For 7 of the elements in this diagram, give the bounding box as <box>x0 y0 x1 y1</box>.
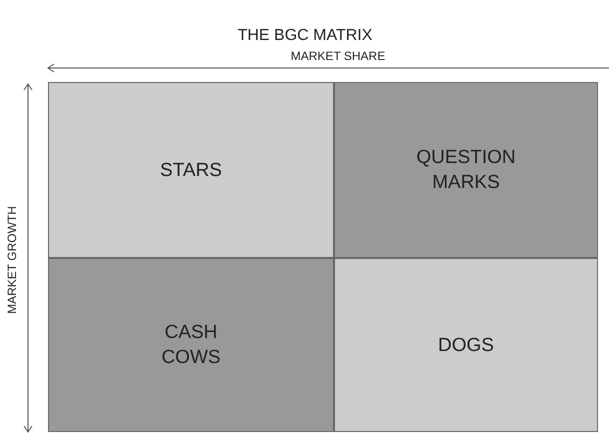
axis-label: MARKET GROWTH <box>4 205 20 316</box>
quadrant: STARS <box>48 82 334 258</box>
quadrant: DOGS <box>334 258 598 432</box>
title: THE BGC MATRIX <box>236 26 374 46</box>
quadrant: QUESTION MARKS <box>334 82 598 258</box>
quadrant: CASH COWS <box>48 258 334 432</box>
axis-label: MARKET SHARE <box>290 49 386 63</box>
